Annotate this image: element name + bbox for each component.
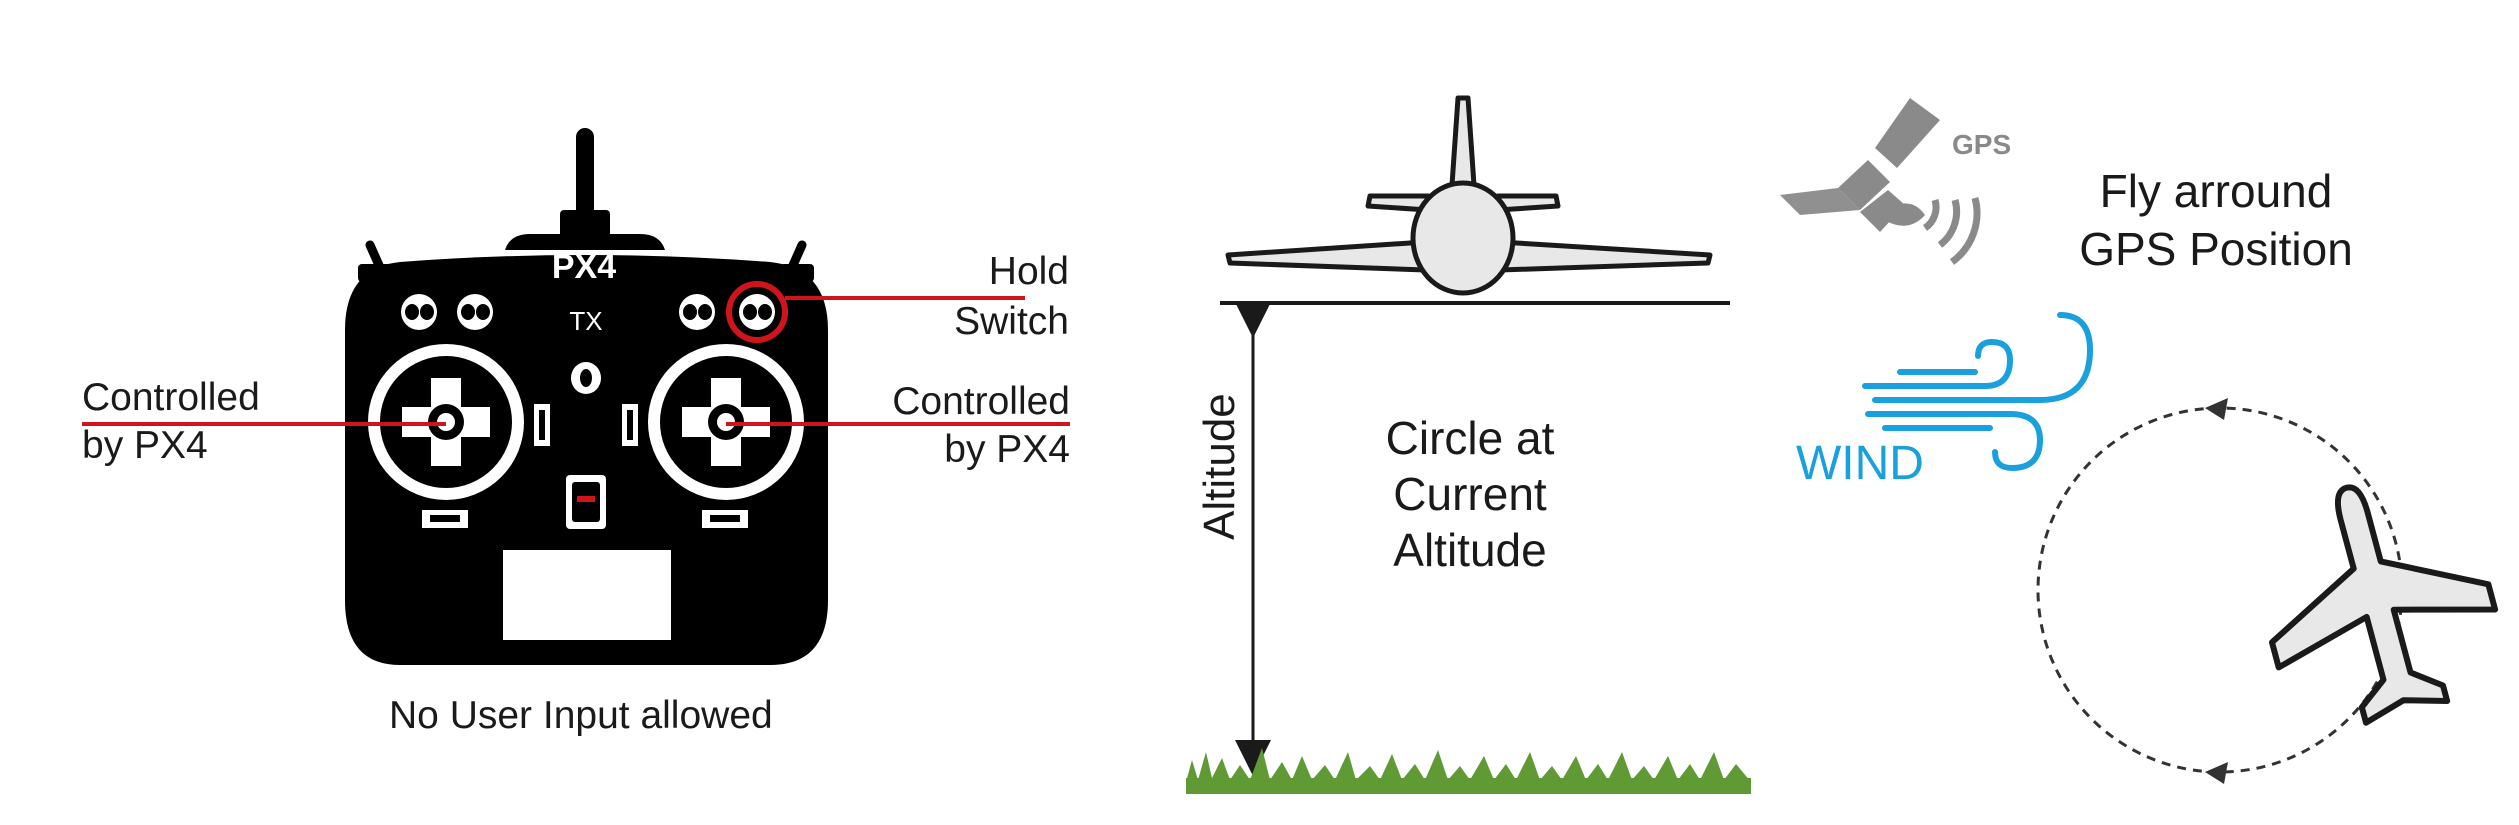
airplane-top-icon bbox=[2268, 484, 2499, 726]
gps-label: GPS bbox=[1952, 129, 2011, 160]
hold-switch-highlight bbox=[726, 281, 788, 343]
left-stick-label-line2: by PX4 bbox=[82, 424, 208, 467]
wind-label: WIND bbox=[1796, 437, 1924, 490]
remote-brand-label: PX4 bbox=[552, 248, 616, 286]
rc-transmitter-icon bbox=[345, 128, 828, 665]
airplane-front-icon bbox=[1225, 95, 1713, 296]
hold-switch-label-line2: Switch bbox=[954, 300, 1069, 343]
altitude-caption-line3: Altitude bbox=[1393, 524, 1547, 576]
altitude-caption-line1: Circle at bbox=[1385, 412, 1555, 464]
hold-switch-label-line1: Hold bbox=[988, 250, 1069, 293]
gps-title-line1: Fly arround bbox=[2099, 165, 2333, 217]
grass-icon bbox=[1186, 748, 1751, 794]
wind-icon bbox=[1862, 312, 2094, 472]
gps-title-line2: GPS Position bbox=[2079, 223, 2353, 275]
satellite-icon bbox=[1780, 98, 1981, 265]
right-stick-label-line2: by PX4 bbox=[944, 428, 1070, 471]
remote-caption: No User Input allowed bbox=[389, 694, 773, 737]
altitude-caption-line2: Current bbox=[1393, 468, 1547, 520]
left-stick-label-line1: Controlled bbox=[82, 376, 260, 419]
remote-tx-label: TX bbox=[569, 306, 602, 336]
altitude-axis-label: Altitude bbox=[1195, 393, 1244, 540]
right-stick-label-line1: Controlled bbox=[892, 380, 1070, 423]
